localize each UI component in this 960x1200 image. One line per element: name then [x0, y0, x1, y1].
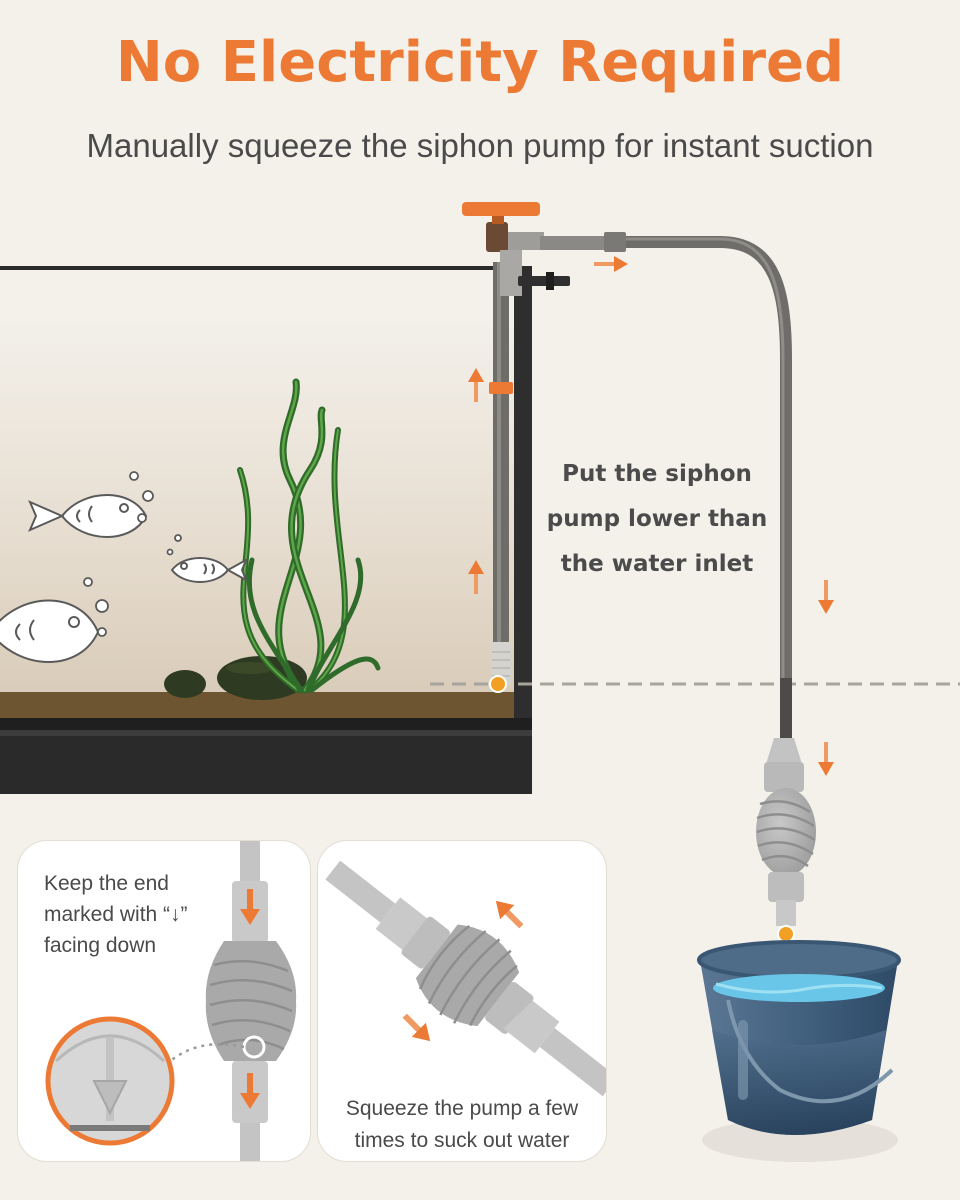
- orange-arrow-icon: [594, 256, 628, 272]
- tank-glass-edge: [514, 270, 532, 730]
- outlet-marker-dot: [777, 925, 795, 943]
- bucket: [697, 940, 901, 1162]
- placement-note: Put the siphon pump lower than the water…: [532, 452, 782, 587]
- squeeze-note-line: times to suck out water: [354, 1129, 570, 1152]
- bucket-water: [713, 974, 885, 1002]
- placement-note-line: the water inlet: [560, 551, 754, 577]
- direction-note: Keep the end marked with “↓” facing down: [44, 868, 234, 961]
- placement-note-line: pump lower than: [546, 506, 768, 532]
- placement-note-line: Put the siphon: [562, 461, 752, 487]
- direction-note-line: Keep the end: [44, 872, 169, 895]
- seaweed-plant: [237, 378, 381, 694]
- squeeze-illustration: [325, 860, 606, 1097]
- hand-pump: [756, 738, 816, 956]
- squeeze-note-line: Squeeze the pump a few: [345, 1097, 579, 1120]
- down-arrow-icon: [240, 889, 260, 925]
- direction-note-line: facing down: [44, 934, 157, 957]
- page-subtitle: Manually squeeze the siphon pump for ins…: [86, 127, 874, 164]
- direction-card: Keep the end marked with “↓” facing down: [17, 840, 311, 1162]
- engraved-arrow-icon: [92, 1080, 128, 1116]
- down-arrow-icon: [240, 1073, 260, 1109]
- squeeze-note: Squeeze the pump a few times to suck out…: [318, 1093, 606, 1157]
- orange-arrow-icon: [818, 580, 834, 614]
- direction-note-line: marked with “↓”: [44, 903, 188, 926]
- pump-bulb: [756, 788, 816, 876]
- orange-arrow-icon: [468, 368, 484, 402]
- orange-arrow-icon: [818, 742, 834, 776]
- clamp-screw: [518, 276, 570, 286]
- pump-bulb: [415, 924, 520, 1027]
- fish-small-center: [170, 557, 248, 583]
- bubbles: [83, 471, 182, 637]
- squeeze-arrow-icon: [402, 1013, 431, 1042]
- direction-illustration: [45, 841, 297, 1161]
- intake-tube: [489, 262, 513, 693]
- flow-arrows: [468, 256, 834, 776]
- outflow-hose: [626, 236, 792, 680]
- page-title: No Electricity Required: [115, 30, 845, 95]
- tank-rim: [0, 266, 532, 270]
- squeeze-card: Squeeze the pump a few times to suck out…: [317, 840, 607, 1162]
- stone-small: [164, 670, 206, 698]
- tank-stand: [0, 730, 532, 794]
- tank-bottom-trim: [0, 718, 532, 732]
- valve-knob: [462, 202, 540, 216]
- fish-top-left: [28, 494, 148, 538]
- squeeze-arrow-icon: [495, 900, 524, 929]
- tank-clamp: [462, 202, 626, 296]
- orange-arrow-icon: [468, 560, 484, 594]
- tube-clip: [489, 382, 513, 394]
- inlet-marker-dot: [489, 675, 507, 693]
